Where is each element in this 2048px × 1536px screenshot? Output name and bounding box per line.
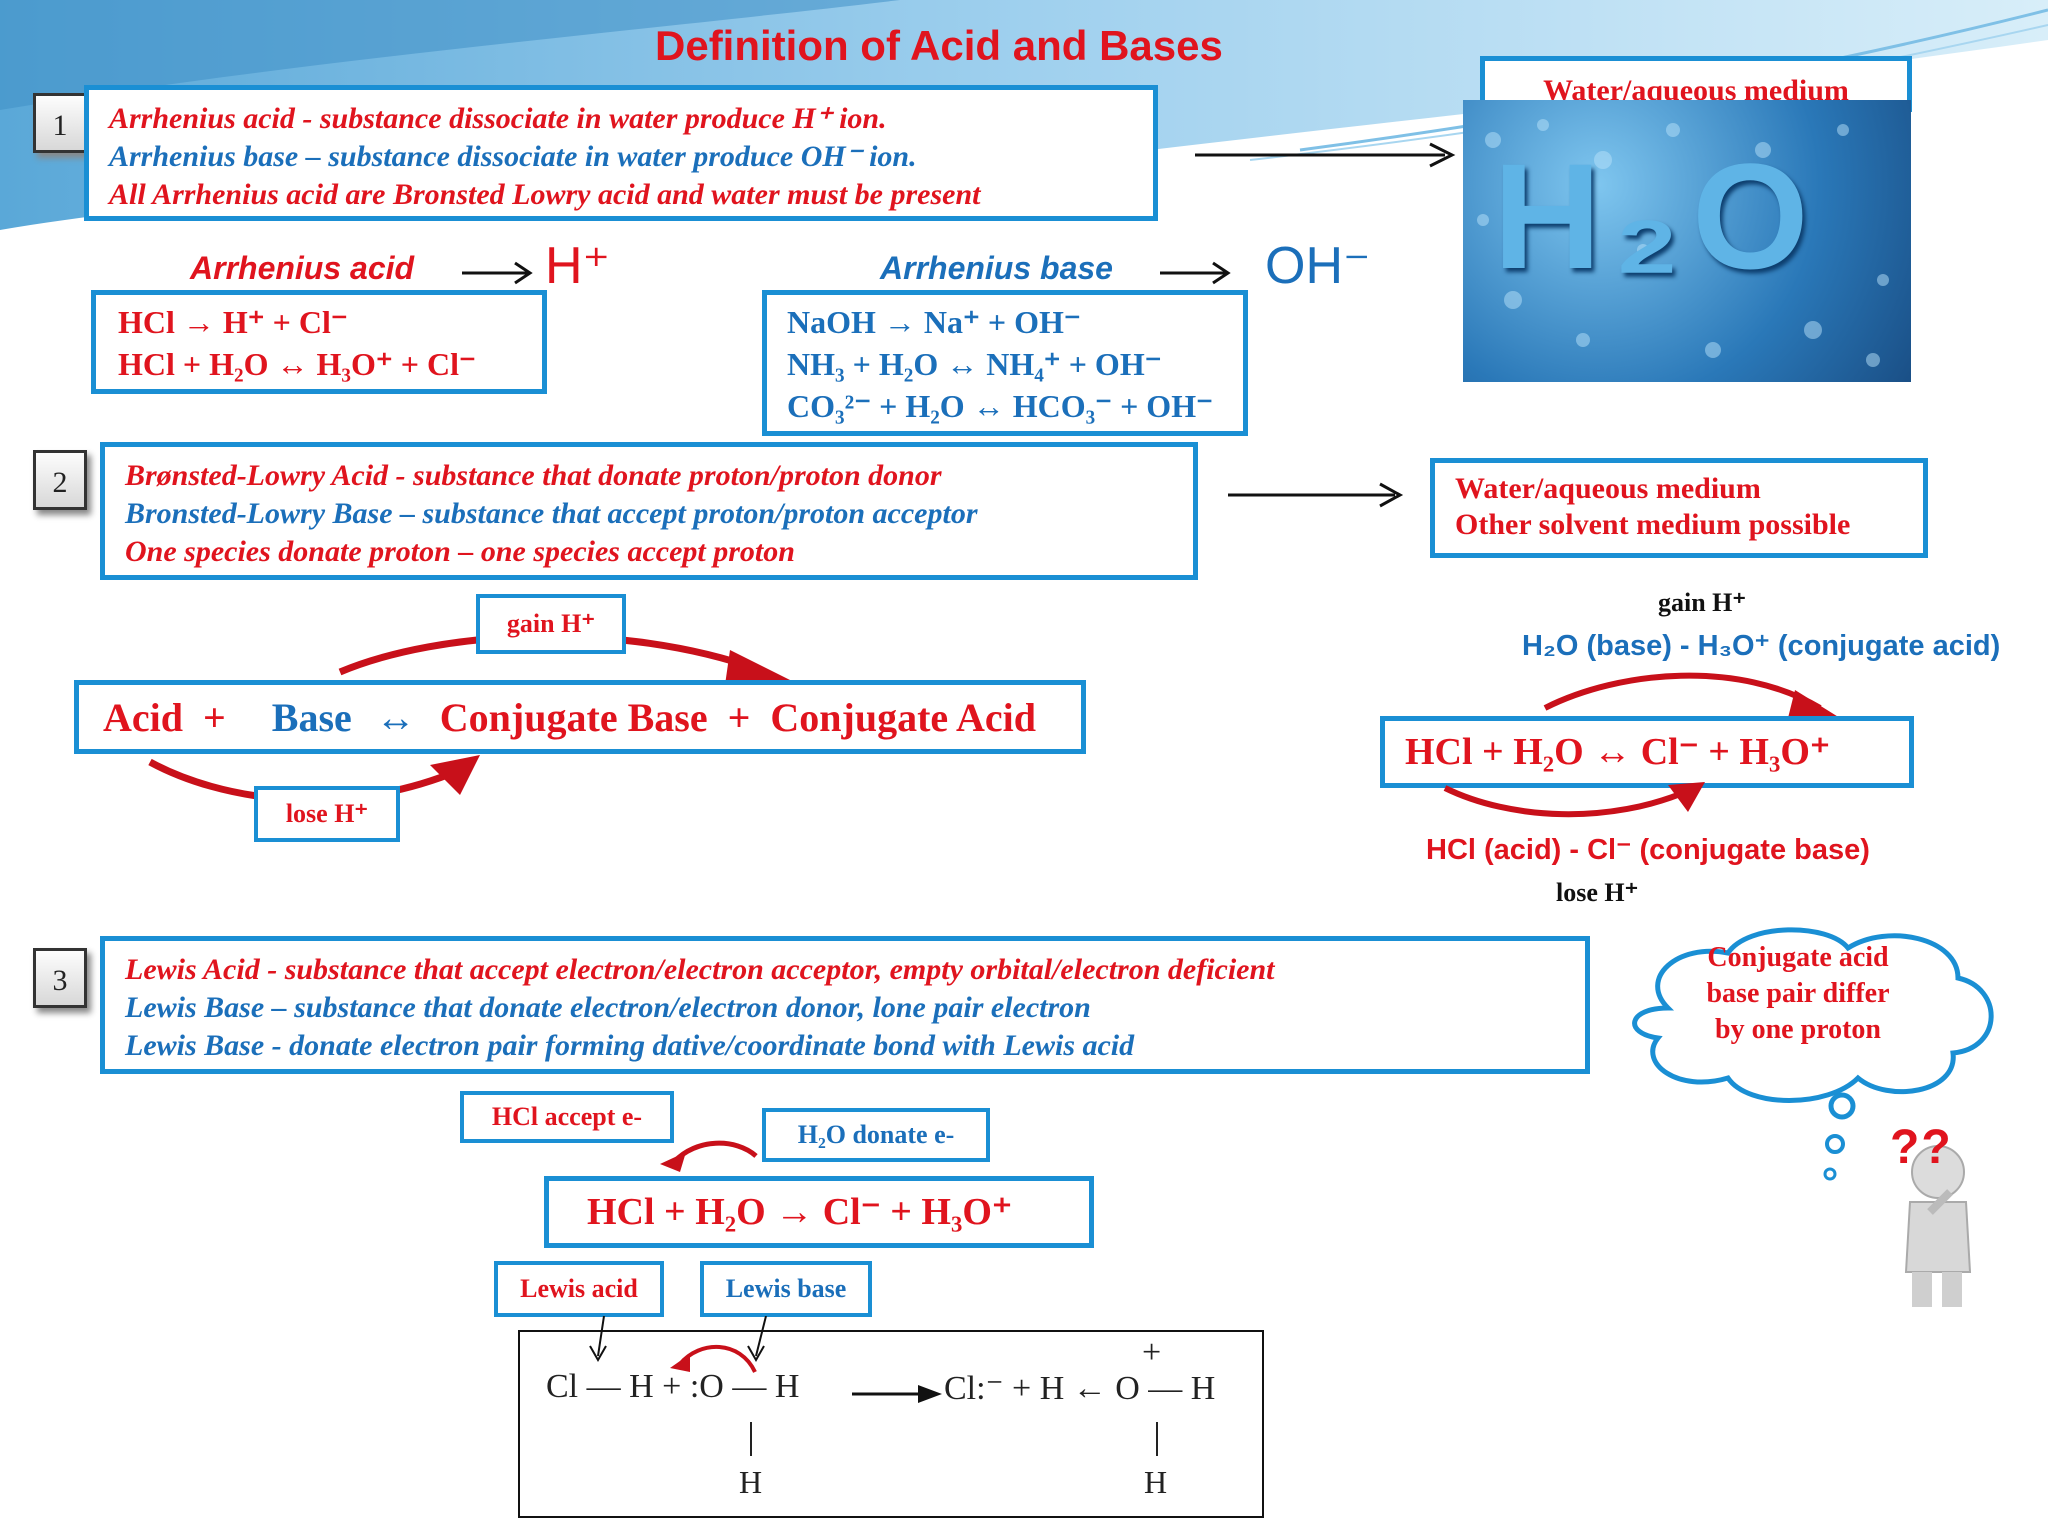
thought-bubbles [1820,1086,1860,1186]
arrow-to-medium-box [1225,480,1405,510]
lewis-base-label: Lewis base [700,1261,872,1317]
h-ion-label: H⁺ [545,236,610,296]
page-title: Definition of Acid and Bases [655,22,1223,70]
arrow-to-oh-ion [1158,258,1233,288]
mechanism-h-left: H [739,1464,762,1501]
base-equation-3: CO₃²⁻ + H₂O ↔ HCO₃⁻ + OH⁻ [787,385,1243,427]
arrhenius-bronsted-note: All Arrhenius acid are Bronsted Lowry ac… [109,176,1153,214]
example-equation-box: HCl + H₂O ↔ Cl⁻ + H₃O⁺ [1380,716,1914,788]
plus-sign-1: + [203,695,226,740]
example-lose-h-label: lose H⁺ [1556,878,1638,908]
electron-transfer-arrow [656,1134,766,1178]
lewis-acid-definition: Lewis Acid - substance that accept elect… [125,951,1585,989]
arrow-to-h-ion [460,258,535,288]
lewis-definition-box: Lewis Acid - substance that accept elect… [100,936,1590,1074]
example-gain-h-label: gain H⁺ [1658,588,1746,618]
arrhenius-base-definition: Arrhenius base – substance dissociate in… [109,138,1153,176]
h2o-donate-electron-label: H₂O donate e- [762,1108,990,1162]
example-base-to-conjugate-acid: H₂O (base) - H₃O⁺ (conjugate acid) [1522,628,2000,663]
question-marks: ?? [1890,1120,1953,1175]
acid-equation-2: HCl + H₂O ↔ H₃O⁺ + Cl⁻ [118,343,542,385]
bronsted-acid-definition: Brønsted-Lowry Acid - substance that don… [125,457,1193,495]
section-number-2: 2 [33,450,87,510]
base-equation-2: NH₃ + H₂O ↔ NH₄⁺ + OH⁻ [787,343,1243,385]
example-lose-curved-arrow [1430,780,1720,840]
lewis-equation-box: HCl + H₂O → Cl⁻ + H₃O⁺ [544,1176,1094,1248]
example-acid-to-conjugate-base: HCl (acid) - Cl⁻ (conjugate base) [1426,832,1870,867]
lewis-base-definition: Lewis Base – substance that donate elect… [125,989,1585,1027]
hcl-accept-electron-label: HCl accept e- [460,1091,674,1143]
mechanism-bond-left [750,1422,752,1456]
conjugate-base-term: Conjugate Base [440,695,708,740]
acid-equation-1: HCl → H⁺ + Cl⁻ [118,301,542,343]
arrhenius-acid-equations-box: HCl → H⁺ + Cl⁻ HCl + H₂O ↔ H₃O⁺ + Cl⁻ [91,290,547,394]
example-acid-conjugate-base-text: HCl (acid) - Cl⁻ (conjugate base) [1426,834,1870,866]
arrhenius-acid-definition: Arrhenius acid - substance dissociate in… [109,100,1153,138]
mechanism-products: Cl:⁻ + H ← O — H [944,1368,1215,1408]
equilibrium-arrow: ↔ [376,695,416,740]
bronsted-proton-note: One species donate proton – one species … [125,533,1193,571]
arrhenius-acid-heading: Arrhenius acid [190,250,414,287]
mechanism-bond-right [1156,1422,1158,1456]
solvent-medium-line-2: Other solvent medium possible [1455,507,1923,543]
example-equation: HCl + H₂O ↔ Cl⁻ + H₃O⁺ [1405,721,1909,783]
cloud-line-2: base pair differ [1648,976,1948,1012]
plus-sign-2: + [728,695,751,740]
cloud-line-3: by one proton [1648,1012,1948,1048]
water-image-text: H₂O [1493,130,1821,303]
cloud-line-1: Conjugate acid [1648,940,1948,976]
gain-h-label: gain H⁺ [476,594,626,654]
bronsted-base-definition: Bronsted-Lowry Base – substance that acc… [125,495,1193,533]
bronsted-definition-box: Brønsted-Lowry Acid - substance that don… [100,442,1198,580]
solvent-medium-line-1: Water/aqueous medium [1455,471,1923,507]
arrhenius-definition-box: Arrhenius acid - substance dissociate in… [84,85,1158,221]
arrow-to-water-image [1190,140,1460,170]
section-number-1: 1 [33,93,87,153]
lewis-equation: HCl + H₂O → Cl⁻ + H₃O⁺ [587,1181,1089,1243]
lose-h-label: lose H⁺ [254,786,400,842]
solvent-medium-box: Water/aqueous medium Other solvent mediu… [1430,458,1928,558]
general-conjugate-equation-box: Acid + Base ↔ Conjugate Base + Conjugate… [74,680,1086,754]
mechanism-plus-charge: + [1142,1334,1161,1372]
mechanism-h-right: H [1144,1464,1167,1501]
acid-term: Acid [103,695,183,740]
base-term: Base [272,695,352,740]
arrhenius-base-equations-box: NaOH → Na⁺ + OH⁻ NH₃ + H₂O ↔ NH₄⁺ + OH⁻ … [762,290,1248,436]
thought-cloud-text: Conjugate acid base pair differ by one p… [1648,940,1948,1048]
conjugate-acid-term: Conjugate Acid [770,695,1036,740]
arrhenius-base-heading: Arrhenius base [880,250,1113,287]
section-number-3: 3 [33,948,87,1008]
base-equation-1: NaOH → Na⁺ + OH⁻ [787,301,1243,343]
oh-ion-label: OH⁻ [1265,236,1370,296]
lewis-label-pointer-arrows [580,1316,780,1364]
lewis-acid-label: Lewis acid [494,1261,664,1317]
mechanism-reaction-arrow [852,1382,944,1406]
lewis-base-dative-bond: Lewis Base - donate electron pair formin… [125,1027,1585,1065]
water-droplet-image: H₂O [1463,100,1911,382]
